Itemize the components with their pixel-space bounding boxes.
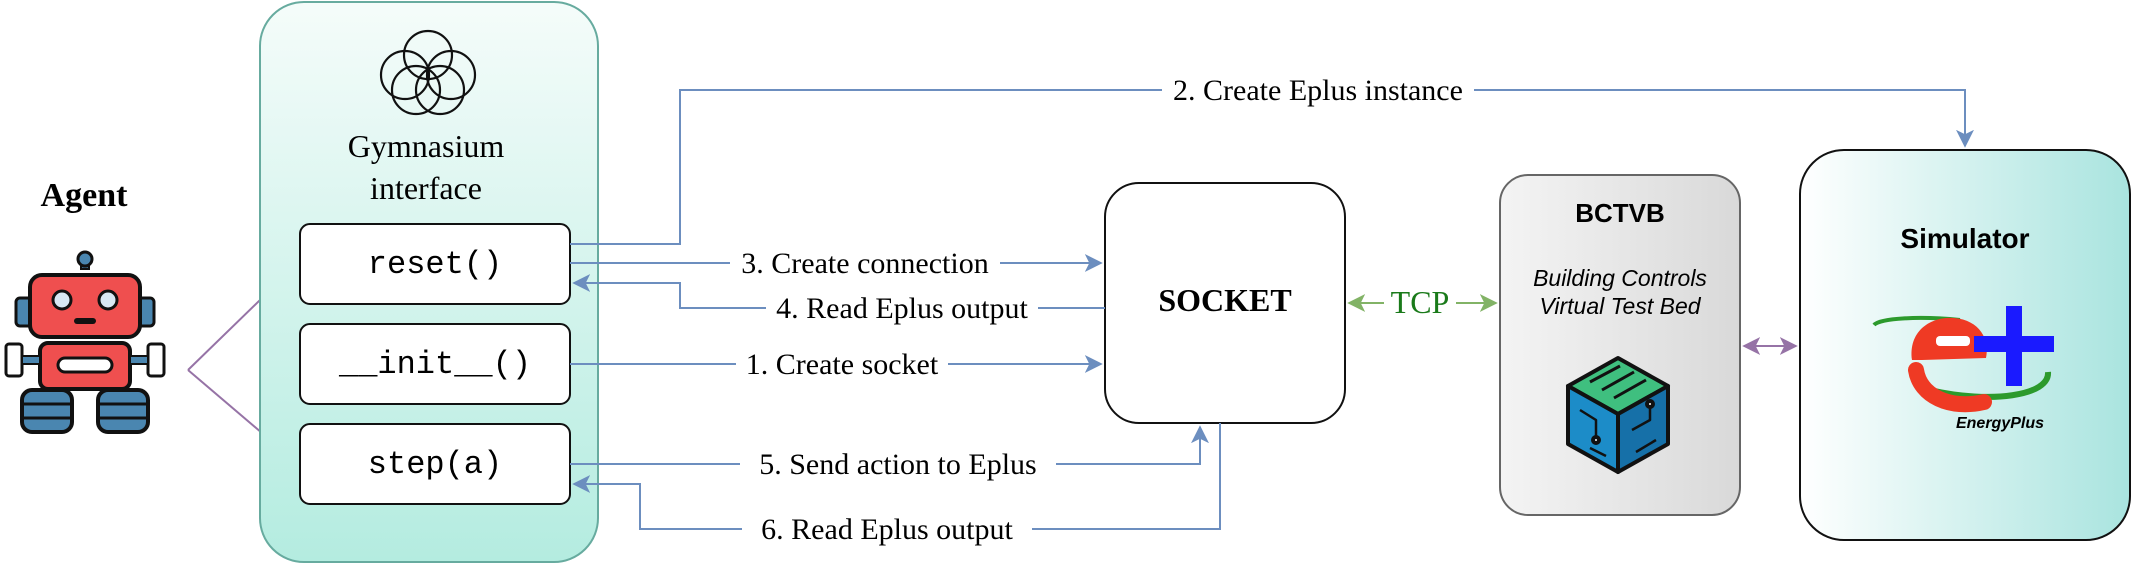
energyplus-logo-icon: EnergyPlus: [1872, 306, 2054, 432]
edge-create-socket: 1. Create socket: [570, 345, 1103, 383]
edge-create-instance: 2. Create Eplus instance: [570, 70, 1974, 245]
bctvb-cube-icon: [1566, 356, 1670, 474]
edge-create-connection-label: 3. Create connection: [741, 247, 988, 280]
agent-label: Agent: [41, 177, 129, 214]
reset-method-box[interactable]: reset(): [299, 223, 571, 305]
edge-send-action: 5. Send action to Eplus: [570, 425, 1209, 484]
bctvb-box: BCTVB Building Controls Virtual Test Bed: [1499, 174, 1741, 516]
gymnasium-title-line1: Gymnasium: [348, 128, 505, 164]
bctvb-subtitle-line1: Building Controls: [1533, 265, 1707, 291]
gymnasium-title-line2: interface: [370, 170, 482, 206]
step-method-box[interactable]: step(a): [299, 423, 571, 505]
bctvb-subtitle-line2: Virtual Test Bed: [1539, 293, 1701, 319]
edge-read-output-reset: 4. Read Eplus output: [572, 274, 1105, 327]
step-method-label: step(a): [368, 446, 502, 483]
edge-create-socket-label: 1. Create socket: [746, 348, 939, 381]
socket-box: SOCKET: [1104, 182, 1346, 424]
edge-read-output-reset-label: 4. Read Eplus output: [776, 292, 1028, 325]
edge-tcp: TCP: [1347, 284, 1498, 322]
energyplus-logo-text: EnergyPlus: [1956, 415, 2044, 432]
gymnasium-container: Gymnasium interface reset() __init__() s…: [259, 1, 599, 563]
edge-create-instance-label: 2. Create Eplus instance: [1173, 74, 1463, 107]
edge-tcp-label: TCP: [1391, 284, 1450, 320]
simulator-box: Simulator EnergyPlus: [1799, 149, 2131, 541]
reset-method-label: reset(): [368, 246, 502, 283]
edge-send-action-label: 5. Send action to Eplus: [759, 448, 1036, 481]
socket-label: SOCKET: [1158, 282, 1291, 318]
bctvb-title: BCTVB: [1575, 198, 1665, 228]
robot-icon: [4, 250, 166, 434]
edge-read-output-step-label: 6. Read Eplus output: [761, 513, 1013, 546]
agent-group: Agent: [4, 177, 166, 434]
init-method-box[interactable]: __init__(): [299, 323, 571, 405]
edge-read-output-step: 6. Read Eplus output: [572, 423, 1221, 549]
edge-create-connection: 3. Create connection: [570, 244, 1103, 282]
init-method-label: __init__(): [338, 346, 531, 383]
simulator-title: Simulator: [1900, 223, 2029, 254]
gymnasium-logo-icon: [379, 29, 477, 116]
